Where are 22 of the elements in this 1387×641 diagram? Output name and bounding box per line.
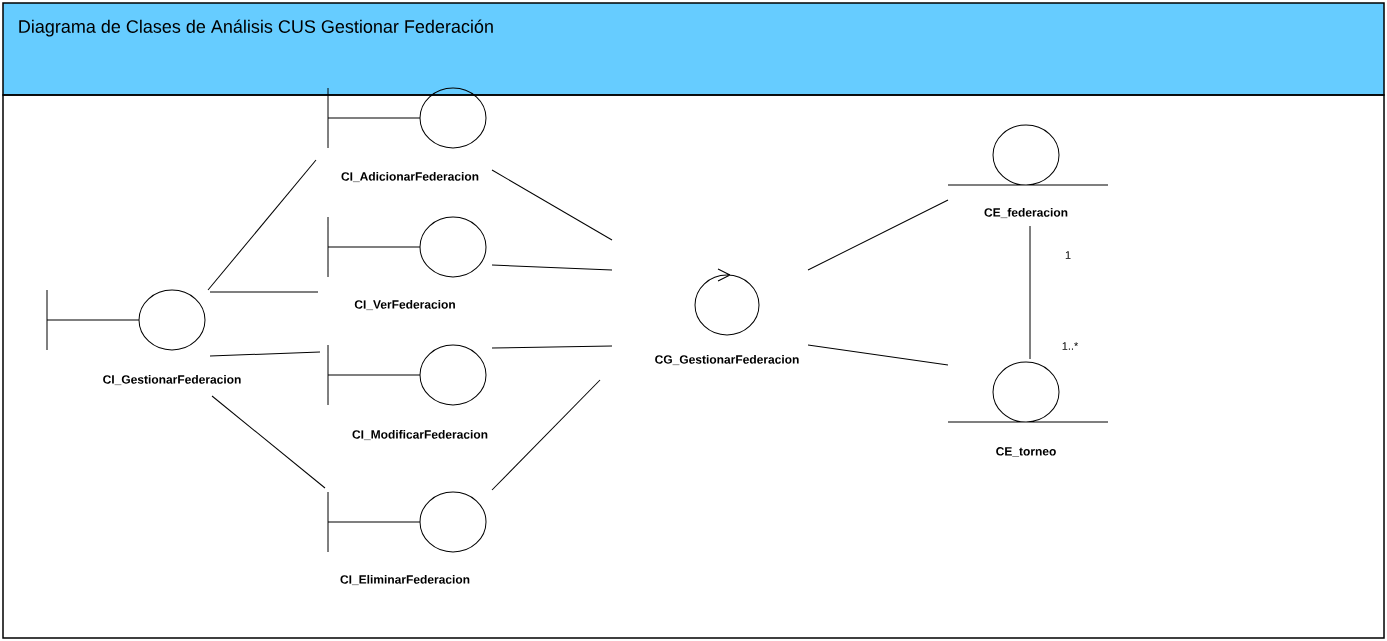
association-line [491, 379, 601, 491]
association-line [209, 291, 319, 293]
class-label: CE_federacion [984, 207, 1068, 219]
association-line [491, 345, 613, 349]
association-line [1029, 225, 1031, 360]
class-label: CI_AdicionarFederacion [341, 171, 479, 183]
multiplicity-label: 1..* [1062, 342, 1079, 350]
class-label: CI_VerFederacion [354, 299, 455, 311]
class-label: CG_GestionarFederacion [655, 354, 799, 366]
association-line [491, 264, 613, 271]
class-label: CI_GestionarFederacion [103, 374, 241, 386]
association-line [207, 159, 317, 291]
association-line [211, 395, 326, 489]
class-label: CI_ModificarFederacion [352, 429, 488, 441]
association-line [807, 199, 949, 271]
association-line [807, 344, 949, 366]
class-label: CI_EliminarFederacion [340, 574, 470, 586]
class-label: CE_torneo [996, 447, 1056, 457]
association-line [491, 169, 613, 241]
association-line [209, 351, 321, 357]
title: Diagrama de Clases de Análisis CUS Gestionar Federación [19, 19, 493, 37]
multiplicity-label: 1 [1065, 251, 1071, 259]
